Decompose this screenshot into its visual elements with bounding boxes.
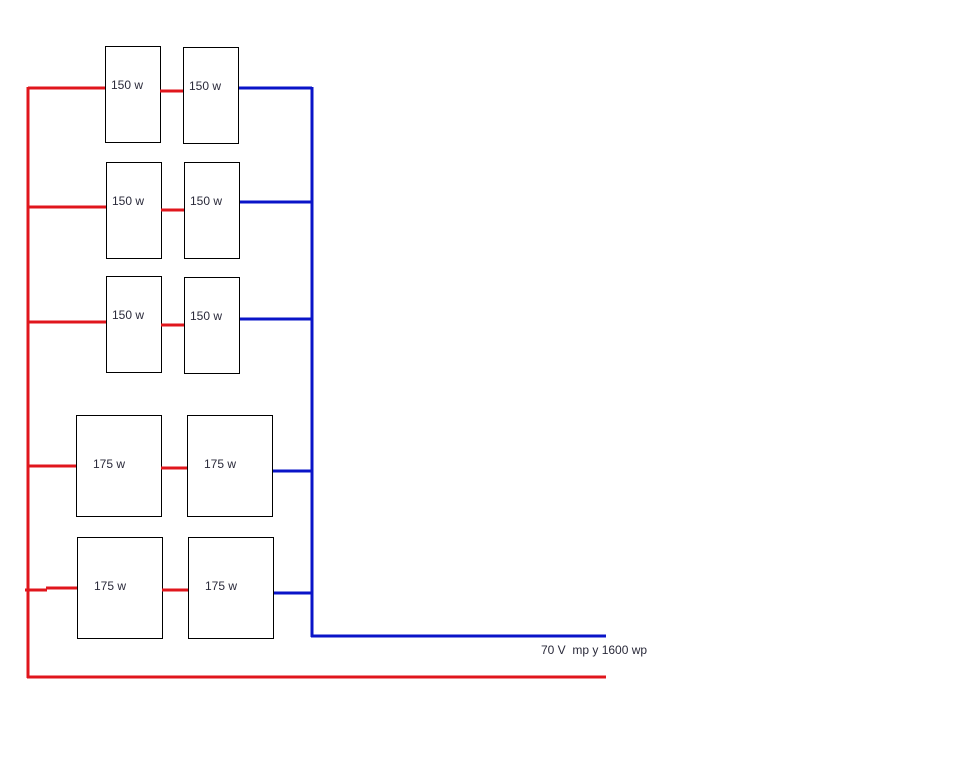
solar-panel [184, 162, 240, 259]
panel-string-1: 150 w 150 w [28, 46, 312, 144]
output-rating-label: 70 V mp y 1600 wp [541, 643, 647, 657]
panel-wattage-label: 150 w [189, 79, 221, 93]
panel-wattage-label: 175 w [204, 457, 236, 471]
solar-panel [187, 415, 273, 517]
solar-panel [183, 47, 239, 144]
solar-panel [105, 46, 161, 143]
solar-panel [184, 277, 240, 374]
panel-wattage-label: 175 w [94, 579, 126, 593]
panel-wattage-label: 150 w [190, 194, 222, 208]
solar-panel [76, 415, 162, 517]
panel-wattage-label: 175 w [93, 457, 125, 471]
panel-wattage-label: 150 w [112, 194, 144, 208]
positive-bus [26, 87, 606, 679]
panel-wattage-label: 150 w [112, 308, 144, 322]
solar-panel [106, 162, 162, 259]
panel-wattage-label: 150 w [190, 309, 222, 323]
panel-wattage-label: 175 w [205, 579, 237, 593]
negative-bus [310, 87, 606, 638]
panel-string-3: 150 w 150 w [28, 276, 312, 374]
solar-panel [188, 537, 274, 639]
panel-string-2: 150 w 150 w [28, 162, 312, 259]
panel-string-4: 175 w 175 w [28, 415, 312, 517]
panel-wattage-label: 150 w [111, 78, 143, 92]
solar-panel [77, 537, 163, 639]
solar-panel [106, 276, 162, 373]
panel-string-5: 175 w 175 w [25, 537, 312, 639]
